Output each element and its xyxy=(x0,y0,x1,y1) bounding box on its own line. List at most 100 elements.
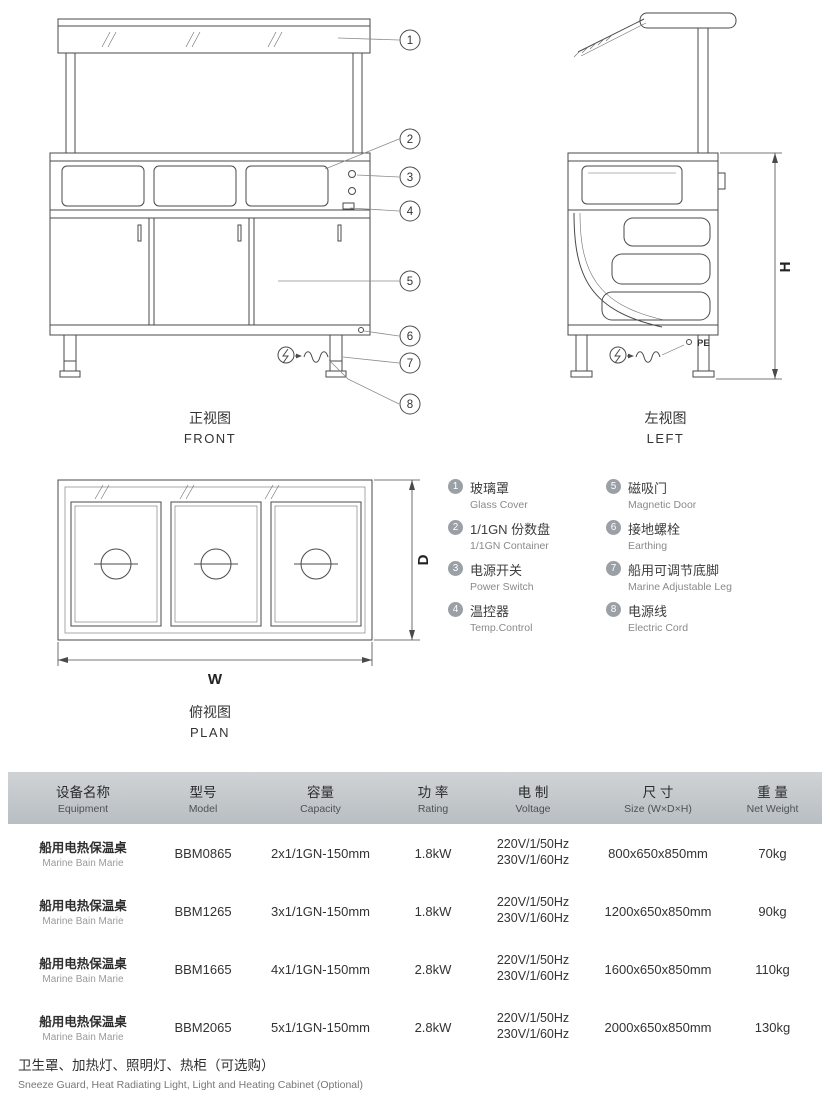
legend-label-cn: 温控器 xyxy=(470,604,510,619)
legend-number-badge: 8 xyxy=(606,602,621,617)
counter-top xyxy=(49,152,371,211)
cell-capacity: 2x1/1GN-150mm xyxy=(248,824,393,882)
plan-view-drawing: D W xyxy=(57,479,432,688)
body-side xyxy=(567,152,726,336)
legend-number-badge: 7 xyxy=(606,561,621,576)
cell-capacity: 5x1/1GN-150mm xyxy=(248,998,393,1056)
legend-number-badge: 1 xyxy=(448,479,463,494)
adjustable-legs xyxy=(59,334,347,378)
plan-view-caption-cn: 俯视图 xyxy=(189,704,231,720)
height-dimension xyxy=(716,152,782,380)
cell-capacity: 3x1/1GN-150mm xyxy=(248,882,393,940)
glass-marks-plan xyxy=(94,484,280,500)
adjustable-legs-side xyxy=(570,334,715,378)
lightning-icon xyxy=(614,348,621,364)
canopy-posts xyxy=(65,52,363,154)
legend-number-badge: 4 xyxy=(448,602,463,617)
legend-item-earthing: 6 接地螺栓 Earthing xyxy=(606,519,822,552)
legend-label-cn: 电源线 xyxy=(628,604,668,619)
legend-label-en: Magnetic Door xyxy=(628,499,697,511)
lightning-icon xyxy=(282,348,289,364)
earthing-bolt xyxy=(358,327,364,333)
legend-label-cn: 电源开关 xyxy=(470,563,523,578)
front-view-drawing: 1 2 3 4 5 6 7 8 xyxy=(49,18,421,415)
cell-weight: 90kg xyxy=(723,882,822,940)
cell-capacity: 4x1/1GN-150mm xyxy=(248,940,393,998)
legend-number-badge: 3 xyxy=(448,561,463,576)
legend-number-badge: 6 xyxy=(606,520,621,535)
legend-label-cn: 船用可调节底脚 xyxy=(628,563,720,578)
callout-5: 5 xyxy=(399,270,421,292)
legend-label-en: Earthing xyxy=(628,540,668,552)
cell-size: 1200x650x850mm xyxy=(593,882,723,940)
svg-text:2: 2 xyxy=(407,134,413,146)
legend-label-en: Marine Adjustable Leg xyxy=(628,581,732,593)
svg-text:4: 4 xyxy=(407,206,414,218)
cell-model: BBM2065 xyxy=(158,998,248,1056)
width-dimension xyxy=(57,642,373,666)
width-dim-label: W xyxy=(208,671,223,688)
front-view-caption-cn: 正视图 xyxy=(189,410,231,426)
cord-coil-icon xyxy=(635,351,661,363)
glass-marks xyxy=(101,31,283,48)
cell-model: BBM1265 xyxy=(158,882,248,940)
cell-weight: 130kg xyxy=(723,998,822,1056)
left-view-drawing: PE H xyxy=(567,12,794,380)
legend-item-adjustable-leg: 7 船用可调节底脚 Marine Adjustable Leg xyxy=(606,560,822,593)
plan-outline xyxy=(57,479,373,641)
electric-cord-symbol-side xyxy=(609,339,692,364)
left-view-caption: 左视图 LEFT xyxy=(578,408,753,446)
cell-rating: 2.8kW xyxy=(393,940,473,998)
svg-text:3: 3 xyxy=(407,172,413,184)
plan-view-caption-en: PLAN xyxy=(190,725,230,740)
callout-6: 6 xyxy=(399,325,421,347)
callout-3: 3 xyxy=(399,166,421,188)
legend-label-cn: 磁吸门 xyxy=(628,481,668,496)
cell-rating: 1.8kW xyxy=(393,882,473,940)
pe-earthing-point xyxy=(686,339,692,345)
legend-label-en: 1/1GN Container xyxy=(470,540,549,552)
callout-4: 4 xyxy=(399,200,421,222)
electric-cord-symbol xyxy=(277,346,329,364)
legend-label-cn: 玻璃罩 xyxy=(470,481,510,496)
depth-dim-label: D xyxy=(415,554,432,565)
svg-text:1: 1 xyxy=(407,35,413,47)
cell-rating: 2.8kW xyxy=(393,998,473,1056)
canopy-side xyxy=(577,12,737,154)
legend-label-en: Temp.Control xyxy=(470,622,533,634)
callout-1: 1 xyxy=(399,29,421,51)
optional-accessories-note: 卫生罩、加热灯、照明灯、热柜（可选购） Sneeze Guard, Heat R… xyxy=(18,1054,363,1091)
callout-7: 7 xyxy=(399,352,421,374)
legend-item-magnetic-door: 5 磁吸门 Magnetic Door xyxy=(606,478,822,511)
front-view-caption-en: FRONT xyxy=(183,431,237,446)
legend-item-power-switch: 3 电源开关 Power Switch xyxy=(448,560,606,593)
legend-label-cn: 接地螺栓 xyxy=(628,522,681,537)
svg-text:6: 6 xyxy=(407,331,413,343)
legend-label-en: Electric Cord xyxy=(628,622,689,634)
legend-label-en: Power Switch xyxy=(470,581,534,593)
svg-text:7: 7 xyxy=(407,358,413,370)
legend-number-badge: 5 xyxy=(606,479,621,494)
